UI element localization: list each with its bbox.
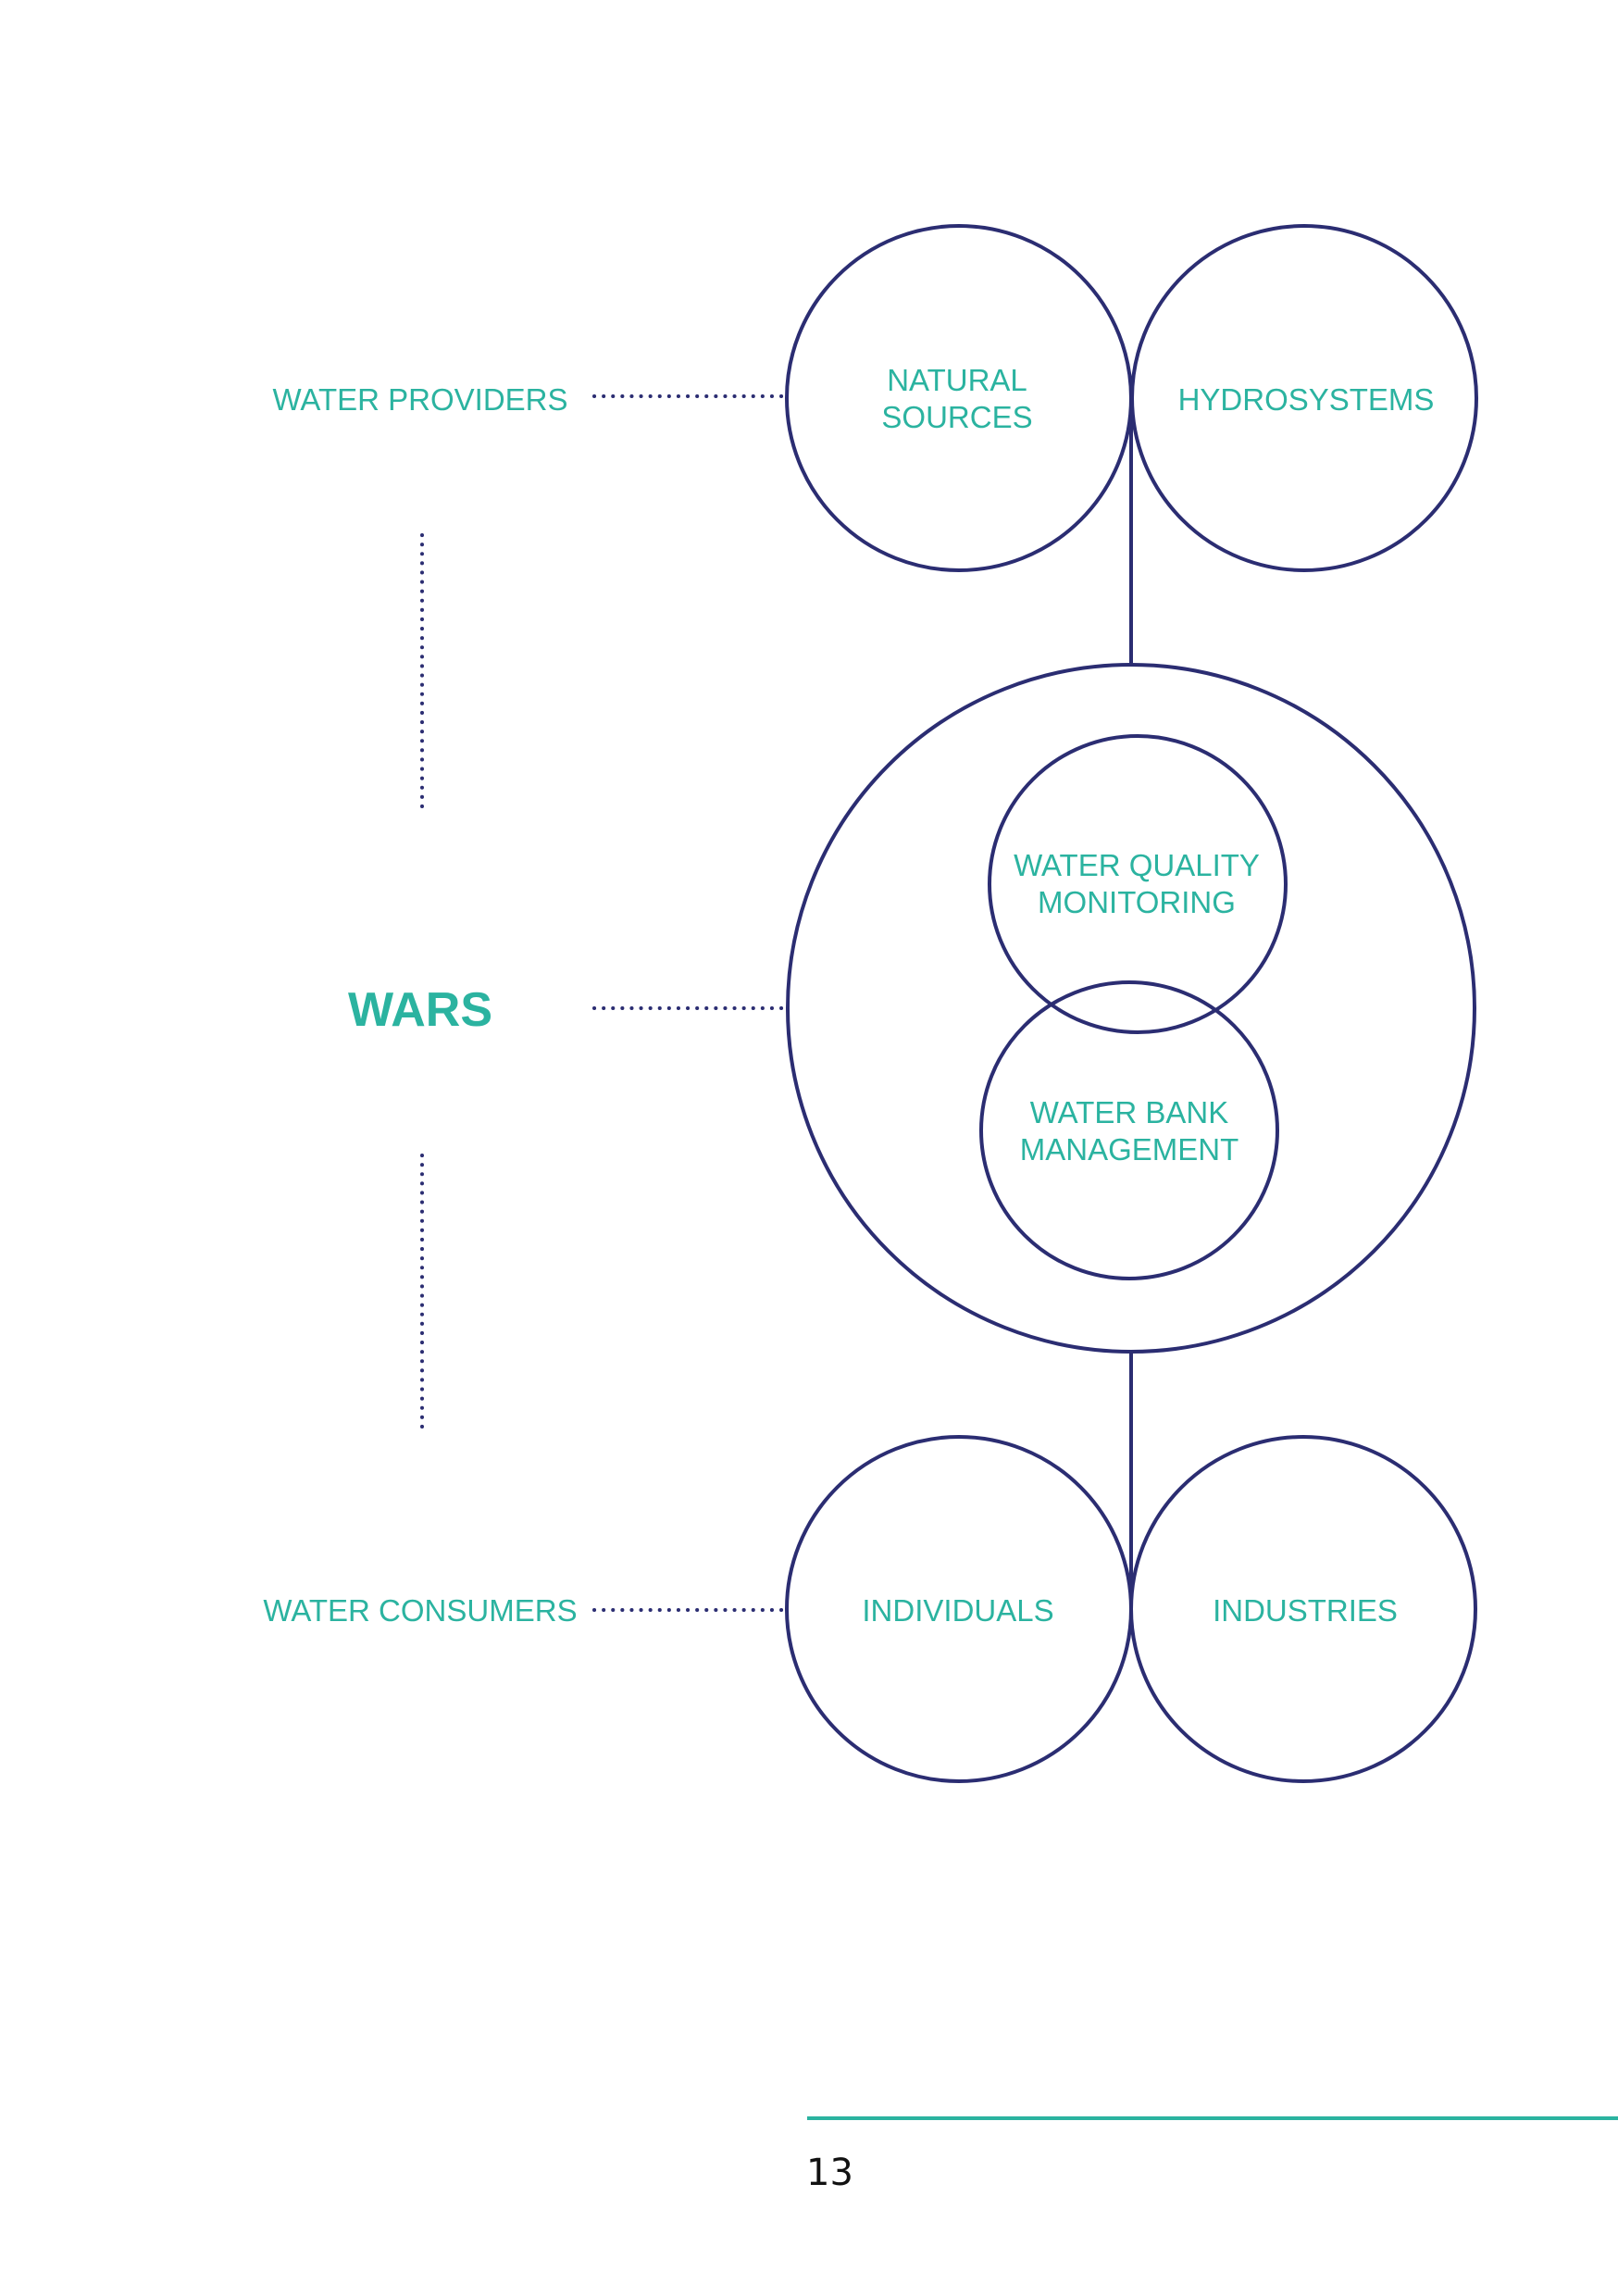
water-quality-label-line1: WATER QUALITY	[1014, 848, 1260, 882]
water-bank-label-line1: WATER BANK	[1030, 1095, 1229, 1129]
wars-circle	[786, 663, 1476, 1354]
industries-label: INDUSTRIES	[1213, 1593, 1398, 1628]
hydrosystems-circle	[1130, 224, 1478, 572]
water-providers-label: WATER PROVIDERS	[272, 382, 567, 417]
hydrosystems-label: HYDROSYSTEMS	[1178, 382, 1435, 417]
wars-label: WARS	[348, 983, 492, 1037]
natural-sources-label-line1: NATURAL	[887, 363, 1027, 397]
natural-sources-label-line2: SOURCES	[881, 400, 1032, 434]
water-bank-label-line2: MANAGEMENT	[1020, 1132, 1239, 1167]
water-quality-monitoring-circle	[988, 734, 1288, 1034]
natural-sources-circle	[785, 224, 1133, 572]
water-quality-label-line2: MONITORING	[1038, 885, 1236, 919]
water-bank-management-circle	[979, 980, 1279, 1280]
individuals-label: INDIVIDUALS	[862, 1593, 1053, 1628]
water-consumers-label: WATER CONSUMERS	[263, 1593, 577, 1628]
page-number: 13	[806, 2152, 853, 2194]
industries-circle	[1129, 1435, 1477, 1783]
